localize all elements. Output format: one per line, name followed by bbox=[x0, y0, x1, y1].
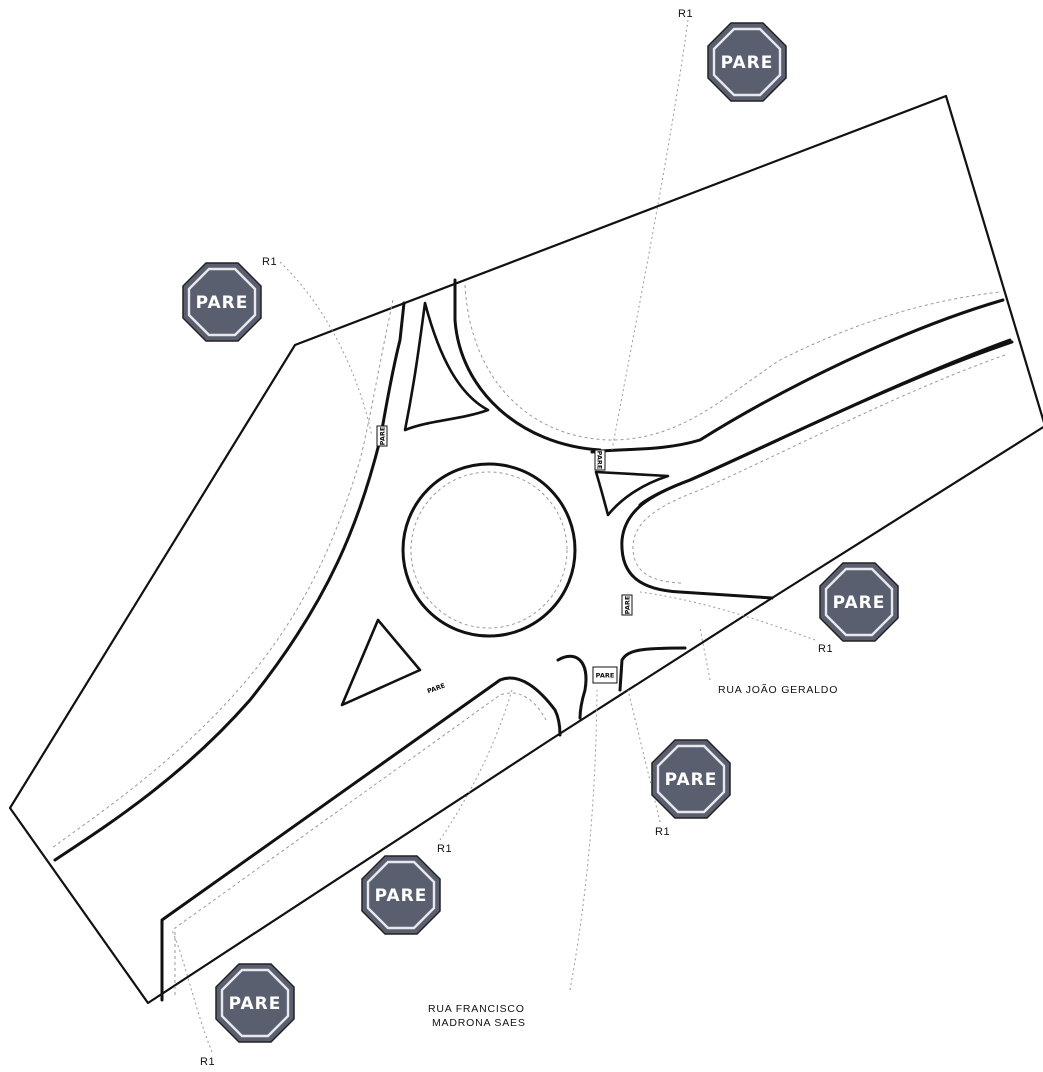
svg-text:PARE: PARE bbox=[833, 593, 886, 613]
sw-avenue-curb bbox=[160, 676, 562, 1002]
svg-text:PARE: PARE bbox=[375, 886, 428, 906]
nw-road-curb bbox=[53, 301, 406, 862]
street-label-joao-geraldo: RUA JOÃO GERALDO bbox=[718, 683, 838, 696]
stop-sign-ne: PARE bbox=[707, 22, 787, 102]
leader-sw bbox=[171, 929, 213, 1053]
site-boundary bbox=[8, 94, 1043, 1005]
svg-text:PARE: PARE bbox=[665, 770, 718, 790]
leader-joao bbox=[699, 627, 711, 681]
street-label-francisco-2: MADRONA SAES bbox=[432, 1017, 526, 1029]
svg-text:PARE: PARE bbox=[196, 293, 249, 313]
svg-text:PARE: PARE bbox=[596, 672, 615, 680]
east-island-curb bbox=[620, 340, 1014, 600]
stop-sign-nw: PARE bbox=[182, 262, 262, 342]
sign-code-sw: R1 bbox=[200, 1056, 215, 1068]
svg-text:PARE: PARE bbox=[426, 682, 446, 696]
sw-splitter-island bbox=[340, 618, 422, 707]
leader-nw bbox=[279, 261, 373, 437]
stop-sign-e: PARE bbox=[819, 562, 899, 642]
sign-code-s: R1 bbox=[437, 843, 452, 855]
svg-text:PARE: PARE bbox=[596, 451, 604, 470]
leader-e bbox=[639, 591, 816, 641]
leader-ne bbox=[611, 19, 689, 451]
south-road-curb bbox=[618, 646, 687, 692]
ne-block-dash bbox=[464, 284, 1001, 441]
svg-text:PARE: PARE bbox=[229, 994, 282, 1014]
leader-s bbox=[439, 689, 513, 841]
sw-avenue-dash bbox=[174, 692, 547, 995]
ne-block-curb bbox=[453, 278, 602, 452]
svg-text:PARE: PARE bbox=[379, 427, 387, 446]
central-island-inner bbox=[410, 471, 568, 629]
leader-se bbox=[627, 689, 661, 823]
pavement-marking-ne: PARE bbox=[594, 449, 606, 471]
avenue-north-curb bbox=[590, 298, 1005, 454]
sign-code-e: R1 bbox=[818, 643, 833, 655]
street-label-francisco-1: RUA FRANCISCO bbox=[428, 1003, 525, 1015]
avenue-north-curb-b bbox=[638, 338, 1012, 507]
stop-sign-sw: PARE bbox=[215, 963, 295, 1043]
nw-road-dash bbox=[51, 299, 394, 849]
sign-code-nw: R1 bbox=[262, 256, 277, 268]
south-island-curb bbox=[556, 654, 588, 720]
ne-splitter-island bbox=[594, 470, 670, 517]
east-island-dash bbox=[632, 354, 1006, 584]
leader-francisco bbox=[569, 689, 598, 991]
central-island bbox=[401, 462, 577, 638]
stop-sign-se: PARE bbox=[651, 739, 731, 819]
sign-code-se: R1 bbox=[655, 826, 670, 838]
pavement-marking-nw: PARE bbox=[376, 425, 388, 447]
svg-text:PARE: PARE bbox=[721, 53, 774, 73]
svg-text:PARE: PARE bbox=[624, 596, 632, 615]
pavement-marking-e: PARE bbox=[621, 594, 633, 616]
stop-sign-s: PARE bbox=[361, 855, 441, 935]
pavement-marking-s: PARE bbox=[592, 666, 618, 684]
nw-splitter-island bbox=[403, 301, 490, 432]
pavement-marking-sw: PARE bbox=[426, 682, 446, 696]
sign-code-ne: R1 bbox=[678, 8, 693, 20]
